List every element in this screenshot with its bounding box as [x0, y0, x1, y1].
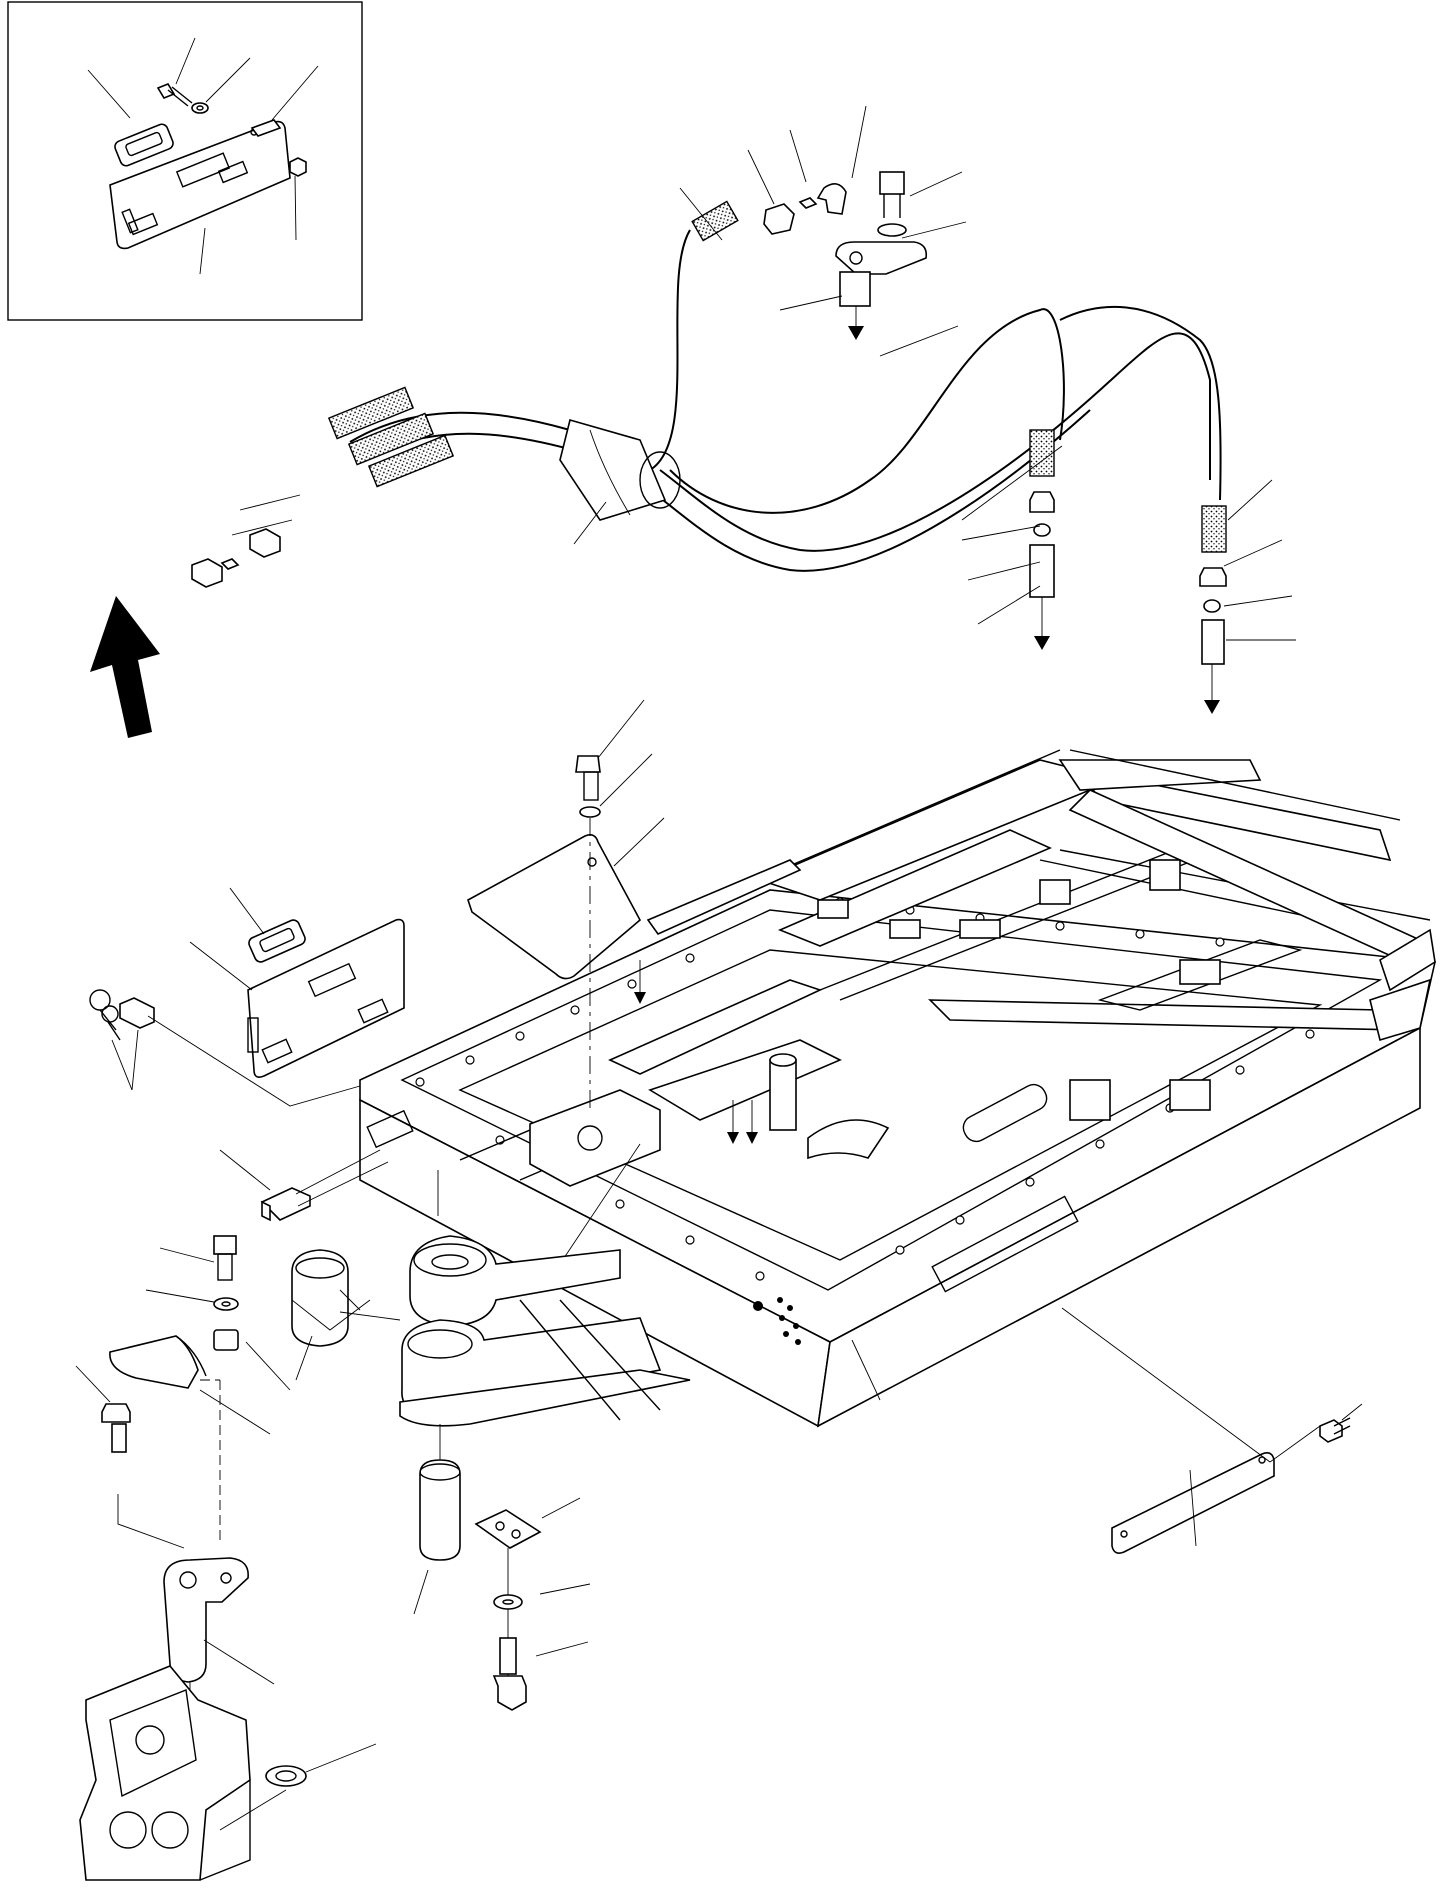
top-cover-plate	[467, 699, 802, 1108]
swing-pivot-parts	[75, 1235, 371, 1830]
left-cover-plate	[189, 887, 405, 1078]
swing-housing	[79, 1665, 377, 1881]
grease-fitting-icon	[219, 1109, 414, 1222]
swing-bracket	[339, 1170, 691, 1615]
right-cover-plate	[1061, 1307, 1363, 1554]
stopper-parts	[474, 1497, 591, 1711]
direction-arrow-icon	[90, 596, 160, 738]
inset-detail	[7, 1, 363, 321]
revolving-frame	[359, 749, 1436, 1428]
hose-assembly	[191, 105, 1296, 714]
key-lock-icon	[89, 989, 361, 1107]
